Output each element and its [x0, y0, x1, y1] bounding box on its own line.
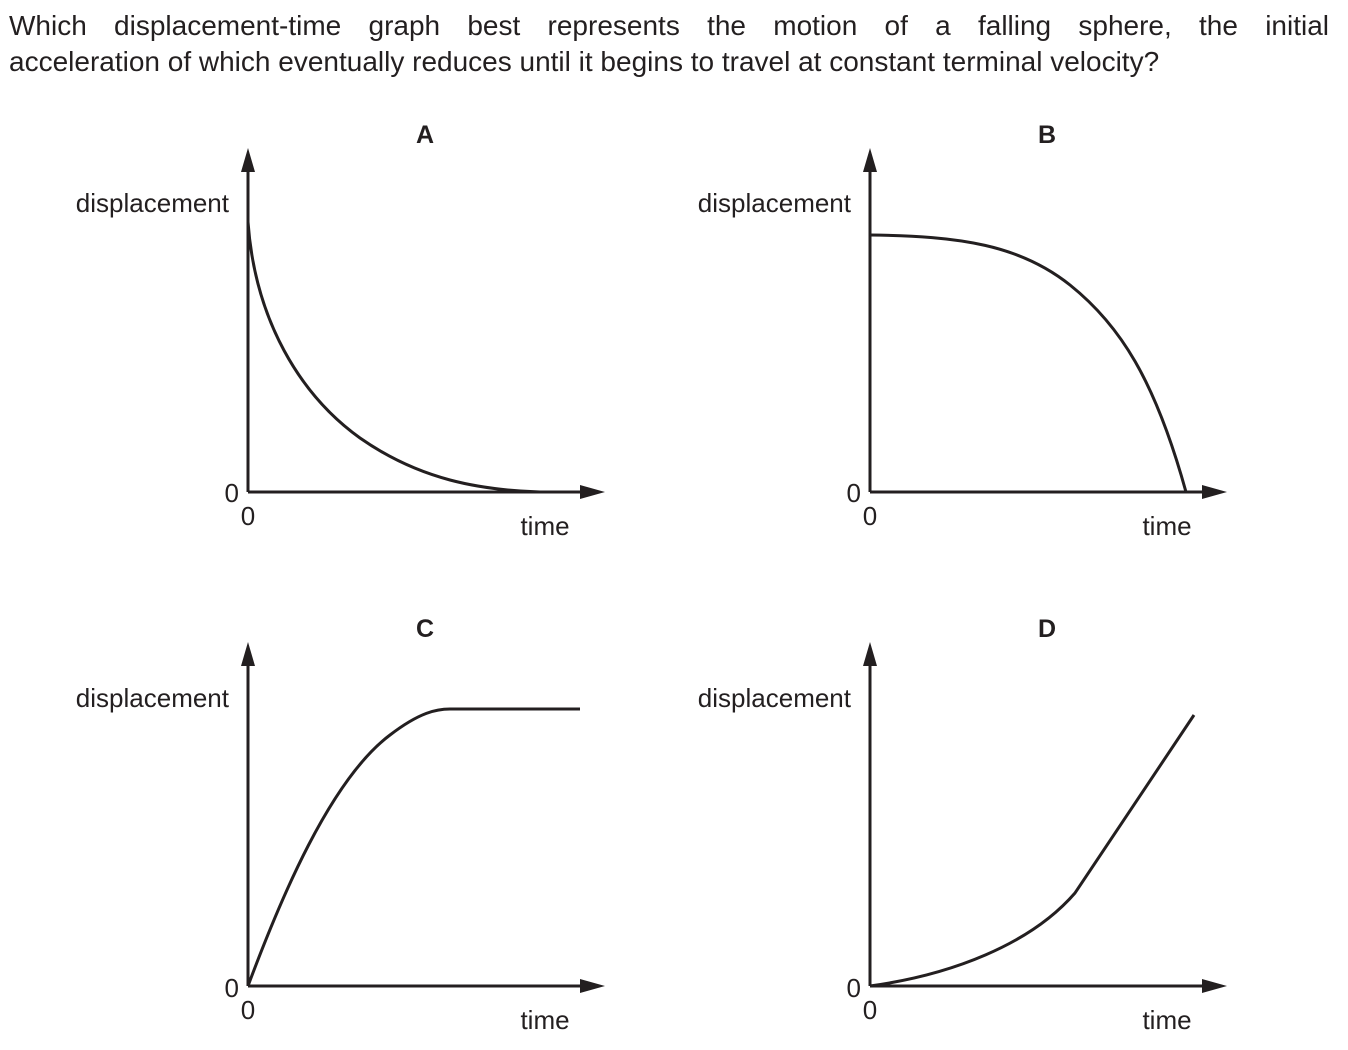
- graph-a-option-label: A: [416, 121, 434, 149]
- graph-a-curve: [246, 221, 541, 494]
- graph-d-y-axis-arrow: [863, 642, 877, 666]
- graph-a-y-axis-label: displacement: [76, 188, 230, 218]
- question-line-1: Which displacement-time graph best repre…: [9, 10, 1329, 41]
- graph-c-y-axis-arrow: [241, 642, 255, 666]
- graph-a: A displacement time 0 0: [76, 121, 605, 541]
- graph-c-curve: [246, 707, 580, 987]
- graph-b: B displacement time 0 0: [698, 121, 1227, 541]
- graph-d-y-axis-label: displacement: [698, 683, 852, 713]
- graph-b-y-origin-label: 0: [847, 478, 861, 508]
- graph-b-x-axis-arrow: [1202, 485, 1227, 499]
- graph-b-y-axis-arrow: [863, 148, 877, 172]
- graph-d-curve: [869, 714, 1196, 988]
- graph-c: C displacement time 0 0: [76, 615, 605, 1035]
- question-line-2: acceleration of which eventually reduces…: [9, 46, 1160, 77]
- graph-c-option-label: C: [416, 615, 434, 643]
- graph-a-y-origin-label: 0: [225, 478, 239, 508]
- graph-b-option-label: B: [1038, 121, 1056, 149]
- graph-d-option-label: D: [1038, 615, 1056, 643]
- question-text: Which displacement-time graph best repre…: [9, 8, 1329, 80]
- graph-c-x-origin-label: 0: [241, 995, 255, 1025]
- graph-b-x-axis-label: time: [1142, 511, 1191, 541]
- graph-c-y-axis-label: displacement: [76, 683, 230, 713]
- graph-a-x-axis-label: time: [520, 511, 569, 541]
- graph-b-curve: [869, 233, 1188, 493]
- graph-c-x-axis-label: time: [520, 1005, 569, 1035]
- graph-d: D displacement time 0 0: [698, 615, 1227, 1035]
- graph-a-x-axis-arrow: [580, 485, 605, 499]
- graph-d-x-axis-label: time: [1142, 1005, 1191, 1035]
- graph-c-x-axis-arrow: [580, 979, 605, 993]
- graph-d-x-axis-arrow: [1202, 979, 1227, 993]
- graph-d-x-origin-label: 0: [863, 995, 877, 1025]
- graph-c-y-origin-label: 0: [225, 973, 239, 1003]
- graph-b-x-origin-label: 0: [863, 501, 877, 531]
- graph-a-y-axis-arrow: [241, 148, 255, 172]
- graph-d-y-origin-label: 0: [847, 973, 861, 1003]
- graph-a-x-origin-label: 0: [241, 501, 255, 531]
- graph-b-y-axis-label: displacement: [698, 188, 852, 218]
